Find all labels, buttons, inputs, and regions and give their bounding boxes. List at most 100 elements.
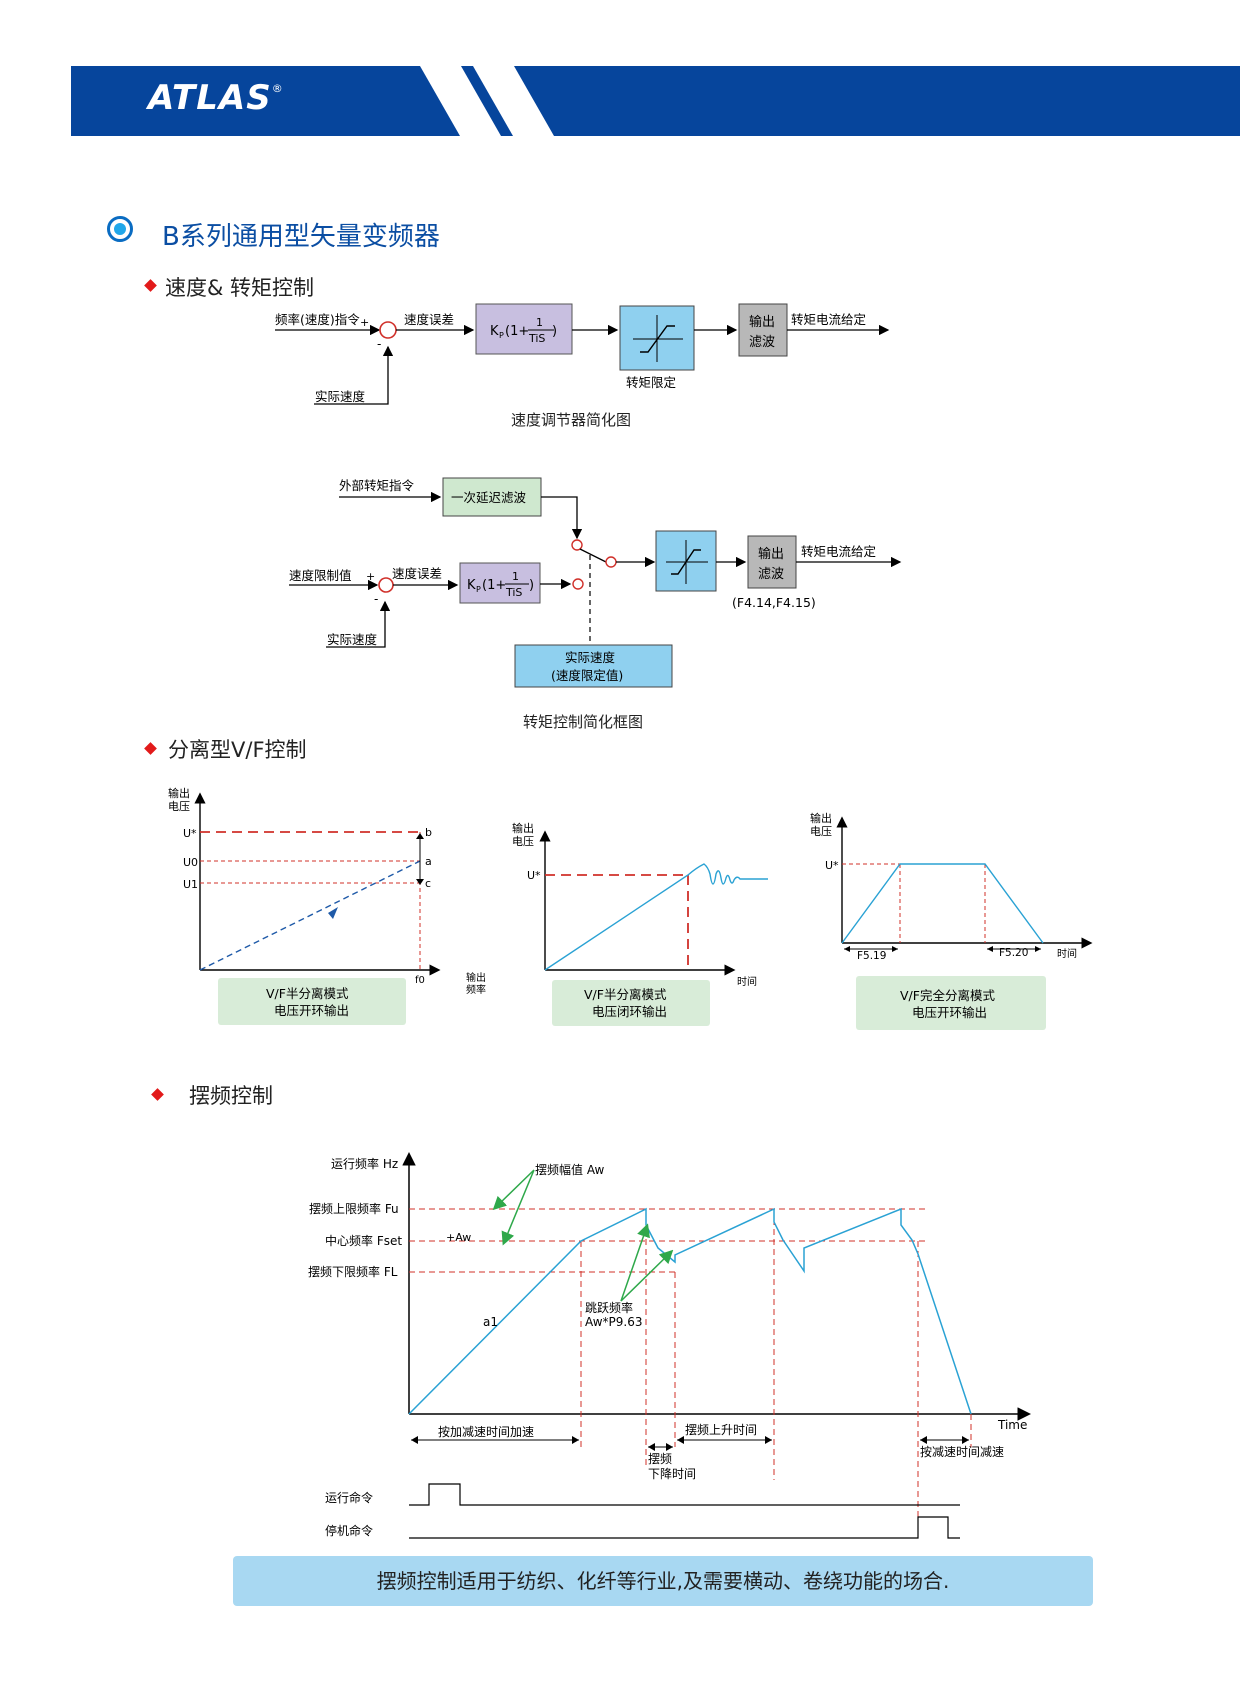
svg-text:a1: a1 bbox=[483, 1315, 498, 1329]
svg-text:运行频率 Hz: 运行频率 Hz bbox=[331, 1156, 398, 1171]
svg-text:TiS: TiS bbox=[505, 586, 522, 599]
svg-text:滤波: 滤波 bbox=[758, 567, 784, 582]
svg-text:摆频上限频率 Fu: 摆频上限频率 Fu bbox=[309, 1201, 399, 1216]
page-title: B系列通用型矢量变频器 bbox=[162, 222, 440, 252]
feedback-label: 实际速度 bbox=[315, 389, 366, 404]
svg-text:输出: 输出 bbox=[758, 546, 784, 562]
speed-limit-label: 速度限制值 bbox=[289, 568, 352, 583]
output-filter-block bbox=[738, 303, 788, 357]
external-torque-label: 外部转矩指令 bbox=[339, 478, 415, 493]
run-command-signal bbox=[409, 1483, 960, 1506]
torque-limit-label: 转矩限定 bbox=[626, 375, 676, 390]
svg-text:U*: U* bbox=[527, 869, 541, 882]
footer-note: 摆频控制适用于纺织、化纤等行业,及需要横动、卷绕功能的场合. bbox=[233, 1556, 1093, 1606]
svg-text:f0: f0 bbox=[415, 975, 425, 986]
svg-text:-: - bbox=[374, 592, 378, 606]
svg-text:中心频率 Fset: 中心频率 Fset bbox=[325, 1233, 402, 1248]
svg-text:(1+: (1+ bbox=[505, 324, 529, 339]
pi-block bbox=[475, 303, 573, 355]
svg-text:实际速度: 实际速度 bbox=[565, 650, 616, 665]
speed-regulator-diagram: 频率(速度)指令 + - 实际速度 速度误差 K P (1+ 1 TiS ) 转… bbox=[275, 303, 890, 405]
plus-sign: + bbox=[360, 316, 369, 329]
svg-text:电压: 电压 bbox=[512, 835, 534, 848]
svg-text:(速度限定值): (速度限定值) bbox=[551, 668, 623, 683]
atlas-logo: ATLAS® bbox=[148, 78, 284, 118]
torque-diagram-caption: 转矩控制简化框图 bbox=[523, 713, 644, 731]
vf-chart-semi-closed: 输出 电压 U* 时间 V/F半分离模式 电压闭环输出 bbox=[512, 821, 768, 1026]
svg-text:V/F半分离模式: V/F半分离模式 bbox=[266, 986, 349, 1001]
svg-text:P: P bbox=[499, 331, 504, 340]
svg-text:输出: 输出 bbox=[512, 821, 534, 835]
svg-text:输出: 输出 bbox=[749, 314, 775, 330]
speed-error-label: 速度误差 bbox=[404, 312, 454, 327]
svg-text:速度误差: 速度误差 bbox=[392, 566, 442, 581]
svg-text:电压闭环输出: 电压闭环输出 bbox=[592, 1004, 667, 1019]
delay-filter-block bbox=[442, 477, 542, 517]
svg-text:Time: Time bbox=[997, 1418, 1027, 1432]
svg-text:一次延迟滤波: 一次延迟滤波 bbox=[451, 490, 527, 505]
torque-output-filter-block bbox=[747, 535, 797, 589]
subsection-wobble: 摆频控制 bbox=[189, 1084, 273, 1108]
svg-text:U0: U0 bbox=[183, 856, 198, 869]
svg-text:U*: U* bbox=[183, 827, 197, 840]
svg-text:运行命令: 运行命令 bbox=[325, 1490, 373, 1505]
svg-text:c: c bbox=[425, 877, 431, 890]
svg-text:停机命令: 停机命令 bbox=[325, 1523, 373, 1538]
svg-text:(1+: (1+ bbox=[482, 578, 506, 593]
params-label: (F4.14,F4.15) bbox=[732, 595, 816, 610]
torque-pi-block bbox=[459, 562, 541, 604]
svg-text:U*: U* bbox=[825, 859, 839, 872]
svg-text:电压: 电压 bbox=[168, 800, 190, 813]
diamond-bullet-icon bbox=[144, 742, 157, 755]
svg-text:+Aw: +Aw bbox=[446, 1231, 471, 1244]
wobble-frequency-chart: 运行频率 Hz Time 摆频上限频率 Fu 中心频率 Fset 摆频下限频率 … bbox=[308, 1152, 1031, 1539]
subsection-vf: 分离型V/F控制 bbox=[168, 738, 307, 762]
svg-text:输出: 输出 bbox=[466, 971, 486, 984]
torque-control-diagram: 外部转矩指令 一次延迟滤波 速度限制值 + - 速度误差 实际速度 K P (1… bbox=[289, 477, 902, 688]
svg-text:输出: 输出 bbox=[168, 786, 190, 800]
speed-input-label: 频率(速度)指令 bbox=[275, 312, 360, 327]
svg-text:): ) bbox=[552, 324, 557, 339]
svg-text:频率: 频率 bbox=[466, 983, 486, 996]
svg-text:K: K bbox=[490, 324, 499, 339]
svg-text:F5.20: F5.20 bbox=[999, 947, 1028, 959]
svg-text:输出: 输出 bbox=[810, 811, 832, 825]
svg-text:下降时间: 下降时间 bbox=[648, 1467, 696, 1481]
svg-text:电压: 电压 bbox=[810, 825, 832, 838]
svg-text:时间: 时间 bbox=[1057, 947, 1077, 960]
vf-chart-full-separation: 输出 电压 U* F5.19 F5.20 时间 V/F完全分离模式 电压开环输出 bbox=[810, 811, 1093, 1030]
svg-text:TiS: TiS bbox=[528, 332, 545, 345]
svg-text:滤波: 滤波 bbox=[749, 335, 775, 350]
speed-output-label: 转矩电流给定 bbox=[791, 312, 866, 327]
stop-command-signal bbox=[409, 1516, 960, 1539]
torque-summing-junction bbox=[378, 577, 394, 593]
svg-text:电压开环输出: 电压开环输出 bbox=[274, 1003, 349, 1018]
svg-text:1: 1 bbox=[536, 316, 543, 329]
svg-text:V/F半分离模式: V/F半分离模式 bbox=[584, 987, 667, 1002]
svg-text:摆频上升时间: 摆频上升时间 bbox=[685, 1423, 757, 1437]
svg-text:): ) bbox=[529, 578, 534, 593]
svg-text:F5.19: F5.19 bbox=[857, 950, 886, 962]
svg-text:摆频: 摆频 bbox=[648, 1452, 672, 1466]
svg-text:V/F完全分离模式: V/F完全分离模式 bbox=[900, 988, 995, 1003]
svg-text:1: 1 bbox=[512, 570, 519, 583]
svg-text:U1: U1 bbox=[183, 878, 198, 891]
svg-text:a: a bbox=[425, 855, 432, 868]
subsection-speed-torque: 速度& 转矩控制 bbox=[165, 276, 315, 300]
header-banner bbox=[71, 66, 1240, 136]
frequency-curve bbox=[408, 1207, 972, 1415]
svg-text:转矩电流给定: 转矩电流给定 bbox=[801, 544, 876, 559]
summing-junction bbox=[379, 321, 397, 339]
svg-text:+: + bbox=[366, 570, 375, 583]
diamond-bullet-icon bbox=[151, 1088, 164, 1101]
svg-text:跳跃频率: 跳跃频率 bbox=[585, 1300, 633, 1315]
torque-feedback-label: 实际速度 bbox=[327, 632, 378, 647]
svg-text:按减速时间减速: 按减速时间减速 bbox=[920, 1445, 1004, 1459]
svg-text:P: P bbox=[476, 585, 481, 594]
svg-text:K: K bbox=[467, 578, 476, 593]
svg-text:电压开环输出: 电压开环输出 bbox=[912, 1005, 987, 1020]
vf-chart-semi-open: 输出 电压 U* U0 U1 b a c f0 输出 频率 V/F半分离模式 电… bbox=[168, 786, 486, 1025]
svg-text:b: b bbox=[425, 826, 432, 839]
section-bullet-icon bbox=[107, 216, 133, 242]
svg-text:摆频下限频率 FL: 摆频下限频率 FL bbox=[308, 1264, 398, 1279]
